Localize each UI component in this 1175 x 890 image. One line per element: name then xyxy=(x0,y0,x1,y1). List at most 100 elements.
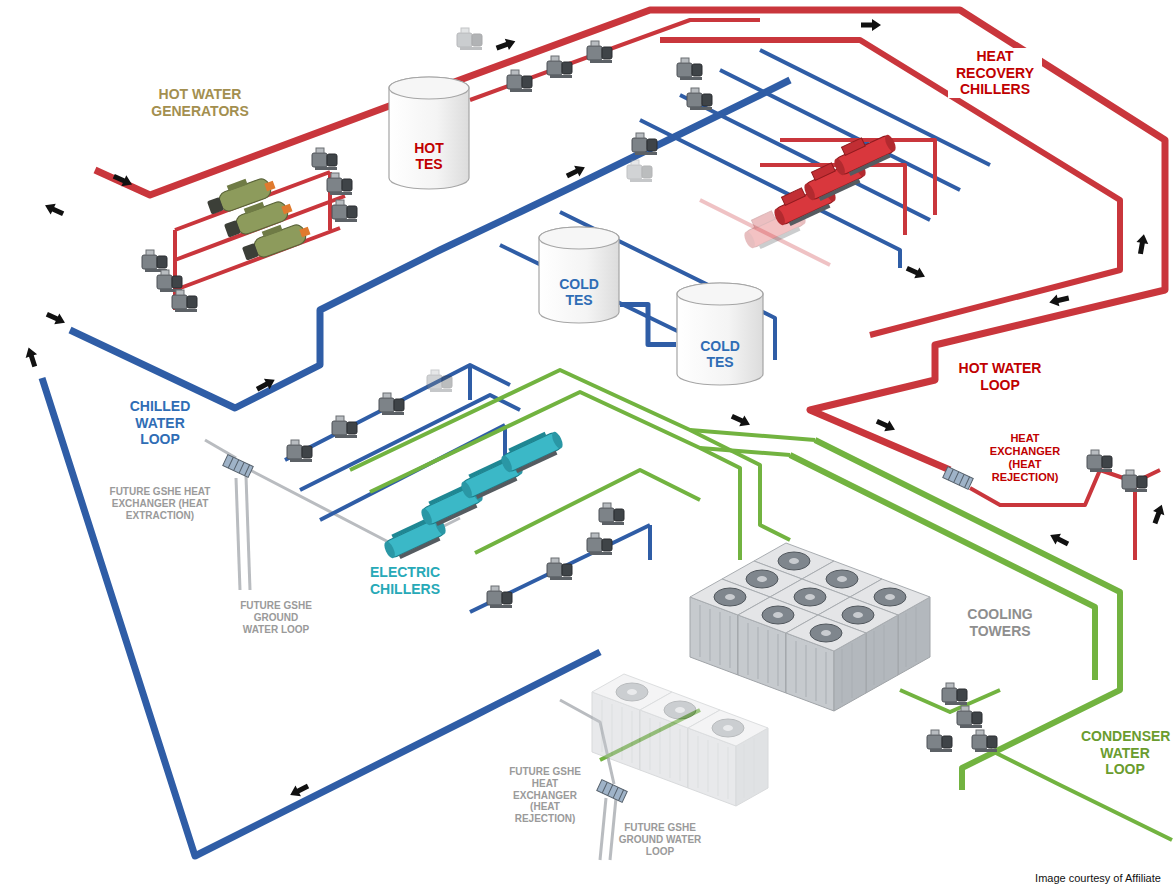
tank-body xyxy=(389,77,469,189)
plant-label: FUTURE GSHE GROUND WATER LOOP xyxy=(616,822,705,857)
gshe-pipes xyxy=(205,440,616,860)
pumps xyxy=(332,416,357,438)
tank-label: HOT TES xyxy=(414,140,444,172)
plant-label: COOLING TOWERS xyxy=(951,606,1050,639)
hot-water-pipes xyxy=(1133,482,1137,560)
pumps xyxy=(587,533,612,555)
condenser-water-pipes xyxy=(700,448,790,455)
tank-body xyxy=(677,283,763,385)
chilled-water-pipes xyxy=(470,525,650,612)
tank-outline xyxy=(538,226,620,324)
flow-arrows xyxy=(111,171,134,190)
heat-rejection-exchanger xyxy=(943,467,973,490)
pumps xyxy=(312,148,337,170)
tank-label: COLD TES xyxy=(700,338,740,370)
heat-recovery-chillers xyxy=(829,126,900,180)
cooling-towers-future xyxy=(592,674,768,806)
flow-arrows xyxy=(729,411,752,430)
hot-water-generators xyxy=(204,170,312,263)
flow-arrows xyxy=(44,309,67,328)
plant-label: ELECTRIC CHILLERS xyxy=(358,564,452,597)
condenser-water-pipes xyxy=(350,370,1172,840)
flow-arrows xyxy=(1048,292,1070,308)
pumps xyxy=(677,58,702,80)
electric-chillers xyxy=(498,427,567,478)
pumps xyxy=(687,88,712,110)
pumps xyxy=(507,70,532,92)
tank-top xyxy=(539,227,619,249)
flow-arrows xyxy=(1047,530,1070,550)
chilled-water-pipes xyxy=(42,378,600,856)
tank-body xyxy=(539,227,619,323)
cooling-towers-future xyxy=(688,710,768,806)
pumps xyxy=(957,706,982,728)
condenser-water-pipes xyxy=(690,430,815,440)
hot-water-pipes xyxy=(660,40,1120,335)
tank-label: COLD TES xyxy=(559,276,599,308)
gshe-pipes xyxy=(236,478,240,590)
flow-arrows xyxy=(494,36,517,54)
pumps xyxy=(599,503,624,525)
pumps xyxy=(142,28,1147,752)
pumps xyxy=(547,56,572,78)
storage-tank: HOT TES xyxy=(388,76,470,190)
hot-water-generators xyxy=(239,216,312,263)
pumps xyxy=(547,558,572,580)
electric-chillers xyxy=(381,427,567,564)
plant-label: HEAT RECOVERY CHILLERS xyxy=(948,48,1042,98)
flow-arrows xyxy=(861,19,881,31)
plant-label: CONDENSER WATER LOOP xyxy=(1079,728,1171,778)
pumps xyxy=(142,250,167,272)
pumps xyxy=(632,133,657,155)
heat-recovery-chillers xyxy=(739,126,900,253)
pumps xyxy=(1122,470,1147,492)
plant-label: FUTURE GSHE HEAT EXCHANGER (HEAT EXTRACT… xyxy=(101,486,220,521)
cooling-towers xyxy=(786,615,866,711)
plant-label: HEAT EXCHANGER (HEAT REJECTION) xyxy=(983,432,1067,484)
pumps xyxy=(379,393,404,415)
hot-water-pipes xyxy=(95,10,1165,470)
flow-arrows xyxy=(254,375,277,395)
pumps xyxy=(157,270,182,292)
storage-tank: COLD TES xyxy=(676,282,764,386)
flow-arrows xyxy=(874,416,897,435)
pumps xyxy=(457,28,482,50)
pumps xyxy=(332,200,357,222)
flow-arrows xyxy=(287,781,310,801)
pumps xyxy=(327,173,352,195)
pumps xyxy=(1087,450,1112,472)
pumps xyxy=(942,683,967,705)
flow-arrows xyxy=(904,263,927,282)
pumps xyxy=(427,370,452,392)
plant-label: FUTURE GSHE GROUND WATER LOOP xyxy=(234,600,318,635)
plant-label: FUTURE GSHE HEAT EXCHANGER (HEAT REJECTI… xyxy=(500,766,590,825)
gshe-heat-exchanger xyxy=(223,455,253,478)
flow-arrows xyxy=(564,162,587,182)
flow-arrows xyxy=(23,346,41,369)
flow-arrows xyxy=(23,19,1168,800)
plant-label: Image courtesy of Affiliate xyxy=(1033,872,1163,885)
pumps xyxy=(972,730,997,752)
tank-top xyxy=(677,283,763,305)
gshe-pipes xyxy=(600,798,606,860)
tank-top xyxy=(389,77,469,99)
pumps xyxy=(287,440,312,462)
pumps xyxy=(487,586,512,608)
gshe-heat-exchanger xyxy=(597,780,627,803)
pumps xyxy=(172,290,197,312)
flow-arrows xyxy=(1135,233,1150,255)
tank-outline xyxy=(388,76,470,190)
pumps xyxy=(927,730,952,752)
pipe-connector xyxy=(620,304,676,344)
pumps xyxy=(587,41,612,63)
pumps xyxy=(627,160,652,182)
flow-arrows xyxy=(1149,503,1167,526)
hot-water-pipes xyxy=(95,10,1165,560)
flow-arrows xyxy=(42,200,65,219)
storage-tank: COLD TES xyxy=(538,226,620,324)
cooling-towers xyxy=(690,543,930,711)
plant-label: HOT WATER GENERATORS xyxy=(141,86,260,119)
gshe-pipes xyxy=(246,476,250,590)
